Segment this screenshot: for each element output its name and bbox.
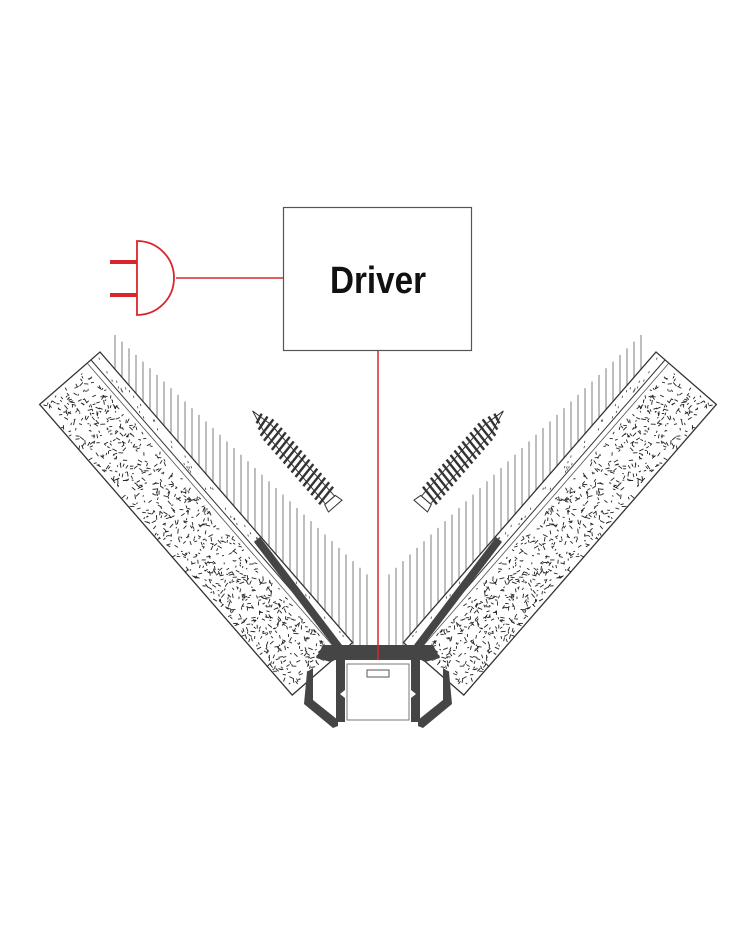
profile-left-hook: [304, 668, 338, 728]
board-texture: [412, 357, 713, 685]
right-screw: [413, 410, 504, 513]
driver-box: Driver: [282, 206, 473, 352]
wiring: [176, 277, 379, 660]
led-strip: [366, 669, 390, 678]
ceiling-hatching: [114, 335, 642, 648]
aluminium-profile: [254, 537, 502, 728]
screw-icon: [413, 410, 504, 513]
driver-label: Driver: [330, 260, 426, 302]
left-wall-board: [38, 351, 354, 696]
profile-right-arm: [414, 537, 502, 650]
board-texture: [43, 357, 344, 685]
left-screw: [252, 410, 343, 513]
profile-right-hook: [418, 668, 452, 728]
power-plug-icon: [110, 240, 175, 316]
right-wall-board: [402, 351, 718, 696]
left-wall-assembly: [38, 351, 354, 696]
profile-left-arm: [254, 537, 342, 650]
right-wall-assembly: [402, 351, 718, 696]
screw-icon: [252, 410, 343, 513]
profile-right-wall: [411, 660, 420, 722]
profile-left-wall: [336, 660, 345, 722]
